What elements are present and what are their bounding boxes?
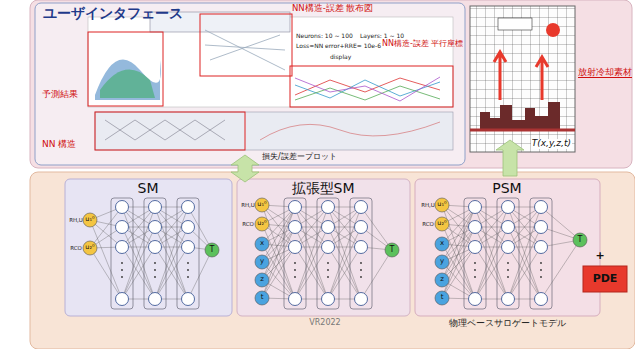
annotation-label: display xyxy=(330,54,351,61)
network-label: x xyxy=(440,240,444,248)
annotation-label: NN構造-誤差 散布図 xyxy=(292,4,374,13)
network-label: RH,U xyxy=(69,217,83,223)
network-label: RCO xyxy=(70,245,82,251)
network-label: T xyxy=(210,246,215,255)
network-label: T xyxy=(578,236,583,245)
network-label: y xyxy=(440,258,444,266)
network-label: z xyxy=(260,276,264,284)
block-arrow xyxy=(231,155,259,182)
node-title: VR2022 xyxy=(309,319,340,328)
network-label: u₂⁰ xyxy=(437,220,446,227)
network-label: u₁⁰ xyxy=(437,201,446,208)
annotation-label: Loss=NN error+RRE= 10e-6 xyxy=(296,43,381,50)
node-title: ユーザインタフェース xyxy=(43,6,183,21)
ui-panel: ユーザインタフェース xyxy=(35,3,465,165)
network-label: RCO xyxy=(242,221,254,227)
model-band: VR2022 SM 拡張型SM PSM 物理ベースサロゲートモデル PDE xyxy=(30,172,635,349)
node-title: PDE xyxy=(593,273,618,285)
network-label: t xyxy=(441,294,444,302)
network-label: u₁⁰ xyxy=(85,216,94,223)
node-title: 拡張型SM xyxy=(292,181,355,196)
pde-box: PDE xyxy=(583,266,627,292)
node-title: T(x,y,z,t) xyxy=(531,139,572,149)
network-label: x xyxy=(260,240,264,248)
network-label: t xyxy=(261,294,264,302)
annotation-label: Neurons: 10 ~ 100 xyxy=(296,33,353,40)
network-label: z xyxy=(440,276,444,284)
node-title: PSM xyxy=(492,181,521,196)
block-arrow xyxy=(496,140,524,176)
network-label: RH,U xyxy=(241,202,255,208)
annotation-label: NN 構造 xyxy=(42,140,76,150)
simulation-image: T(x,y,z,t)放射冷却素材 xyxy=(470,6,575,152)
annotation-label: NN構造-誤差 平行座標 xyxy=(382,40,463,49)
network-label: u₁⁰ xyxy=(257,201,266,208)
annotation-label: 損失/誤差ープロット xyxy=(262,153,337,162)
annotation-label: 予測結果 xyxy=(42,90,78,100)
annotation-label: Layers: 1 ~ 10 xyxy=(360,33,404,40)
network-label: T xyxy=(390,246,395,255)
network-label: y xyxy=(260,258,264,266)
node-caption: 物理ベースサロゲートモデル xyxy=(449,319,566,329)
network-label: RCO xyxy=(422,221,434,227)
network-label: RH,U xyxy=(421,202,435,208)
network-label: + xyxy=(595,250,604,262)
node-title: SM xyxy=(138,181,159,196)
network-label: u₂⁰ xyxy=(257,220,266,227)
node-caption: 放射冷却素材 xyxy=(578,68,632,78)
network-label: u₂⁰ xyxy=(85,244,94,251)
